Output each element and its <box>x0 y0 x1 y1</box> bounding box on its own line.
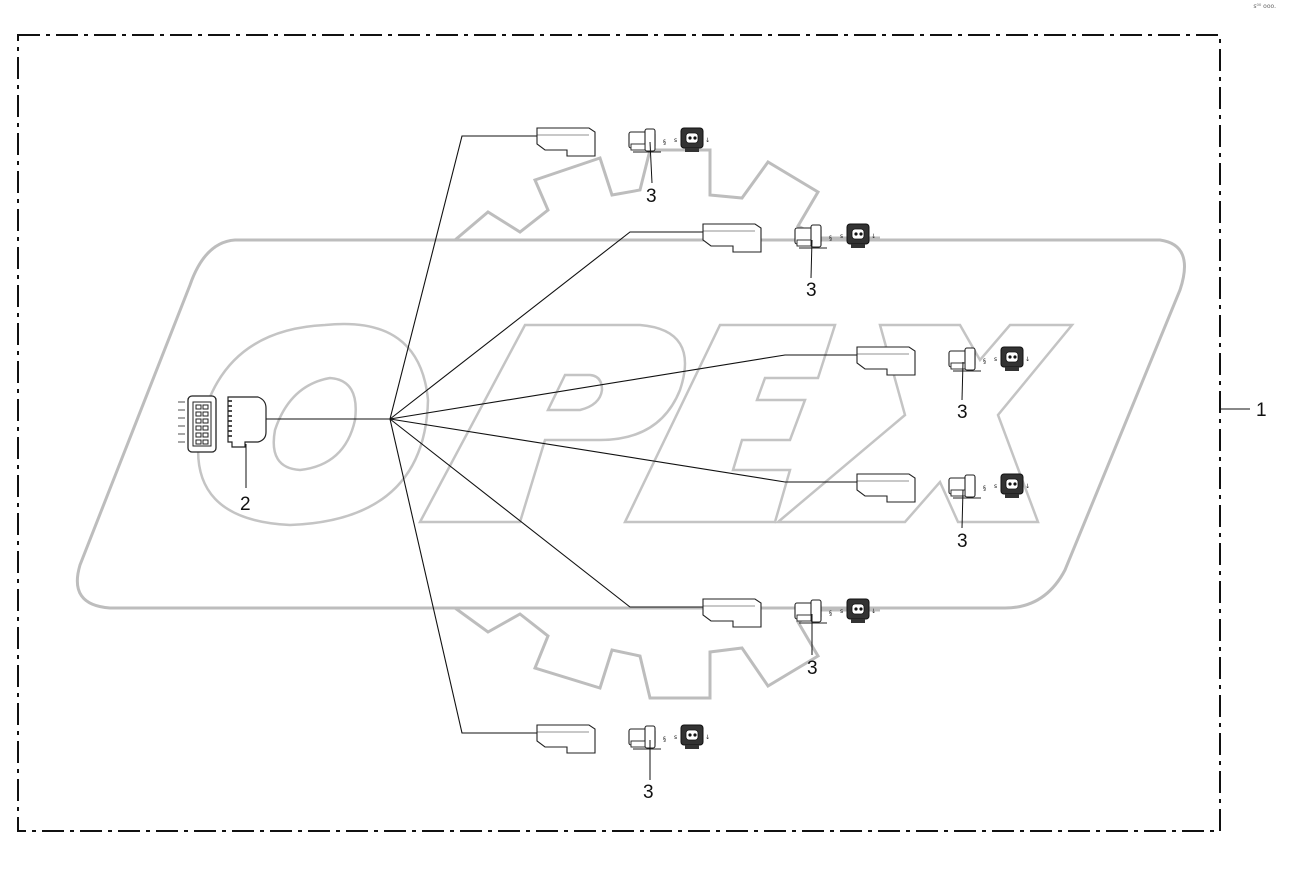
wire-branch-3 <box>389 354 858 420</box>
wire-branch-4 <box>389 418 858 483</box>
leader-lines <box>245 141 1250 780</box>
wire-branch-5 <box>389 418 705 608</box>
wire-branch-1 <box>389 135 540 420</box>
leader-branch-2 <box>810 239 813 279</box>
branch-connector-6 <box>536 724 711 754</box>
assembly-boundary <box>17 34 1221 832</box>
watermark-letter-p <box>417 323 687 524</box>
callout-branch-3: 3 <box>957 402 968 423</box>
callout-branch-6: 3 <box>643 782 654 803</box>
callout-branch-4: 3 <box>957 531 968 552</box>
harness-wires <box>266 135 858 734</box>
branch-connector-1 <box>536 127 711 157</box>
leader-branch-1 <box>649 141 653 184</box>
watermark-letters <box>196 322 1075 527</box>
callout-branch-2: 3 <box>806 280 817 301</box>
branch-connector-5 <box>702 598 877 628</box>
callout-branch-1: 3 <box>646 186 657 207</box>
watermark-banner <box>75 238 1186 610</box>
watermark-letter-x <box>774 323 1075 524</box>
corner-note: s⁰⁰ ooo. <box>1253 3 1276 10</box>
watermark-logo <box>75 148 1186 700</box>
wire-branch-6 <box>389 418 540 734</box>
watermark-letter-o <box>196 322 430 527</box>
branch-connector-2 <box>702 223 877 253</box>
callout-item-2: 2 <box>240 494 251 515</box>
callout-branch-5: 3 <box>807 658 818 679</box>
leader-branch-4 <box>961 489 964 529</box>
callout-item-1: 1 <box>1256 400 1267 421</box>
watermark-letter-e <box>623 323 837 524</box>
main-connector <box>178 395 267 453</box>
wire-branch-2 <box>389 231 705 420</box>
leader-branch-3 <box>961 361 964 401</box>
